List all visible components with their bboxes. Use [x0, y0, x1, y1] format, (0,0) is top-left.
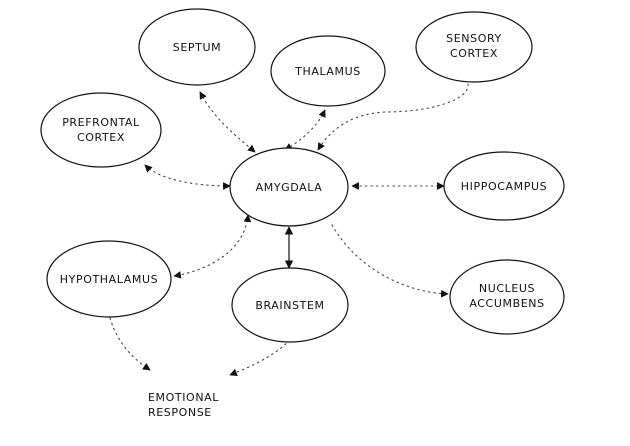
- node-thalamus-label: THALAMUS: [294, 65, 361, 78]
- node-nucleus-accumbens-label-line2: ACCUMBENS: [469, 297, 544, 310]
- node-brainstem[interactable]: BRAINSTEM: [231, 267, 349, 343]
- edge-prefrontal-cortex-amygdala: [144, 164, 231, 190]
- node-sensory-cortex-label-line1: SENSORY: [446, 32, 502, 45]
- node-prefrontal-cortex-label-line1: PREFRONTAL: [62, 116, 140, 129]
- node-hypothalamus-label: HYPOTHALAMUS: [60, 273, 158, 286]
- node-hippocampus[interactable]: HIPPOCAMPUS: [443, 151, 565, 221]
- edge-amygdala-hypothalamus: [173, 214, 252, 279]
- edge-hypothalamus-emotional-response: [109, 317, 151, 371]
- emotional-response-label-line1: EMOTIONAL: [148, 391, 219, 404]
- node-septum[interactable]: SEPTUM: [138, 8, 256, 86]
- edge-sensory-cortex-amygdala: [317, 83, 469, 151]
- node-prefrontal-cortex[interactable]: PREFRONTAL CORTEX: [40, 92, 162, 168]
- node-hypothalamus[interactable]: HYPOTHALAMUS: [46, 240, 172, 318]
- connectors: [109, 83, 469, 377]
- node-hippocampus-label: HIPPOCAMPUS: [461, 180, 547, 193]
- node-thalamus[interactable]: THALAMUS: [270, 35, 386, 107]
- edge-septum-amygdala: [199, 91, 256, 153]
- output-emotional-response: EMOTIONAL RESPONSE: [148, 391, 219, 419]
- edge-thalamus-amygdala: [284, 109, 326, 151]
- node-brainstem-label: BRAINSTEM: [255, 299, 324, 312]
- node-amygdala[interactable]: AMYGDALA: [229, 147, 349, 227]
- node-septum-label: SEPTUM: [173, 41, 221, 54]
- edge-amygdala-nucleus-accumbens: [331, 224, 449, 298]
- node-nucleus-accumbens[interactable]: NUCLEUS ACCUMBENS: [449, 259, 565, 335]
- emotional-response-label-line2: RESPONSE: [148, 406, 212, 419]
- node-sensory-cortex-label-line2: CORTEX: [450, 47, 498, 60]
- edge-brainstem-emotional-response: [229, 339, 291, 377]
- node-prefrontal-cortex-label-line2: CORTEX: [77, 131, 125, 144]
- node-amygdala-label: AMYGDALA: [256, 181, 323, 194]
- node-sensory-cortex[interactable]: SENSORY CORTEX: [415, 11, 533, 83]
- node-nucleus-accumbens-label-line1: NUCLEUS: [479, 282, 535, 295]
